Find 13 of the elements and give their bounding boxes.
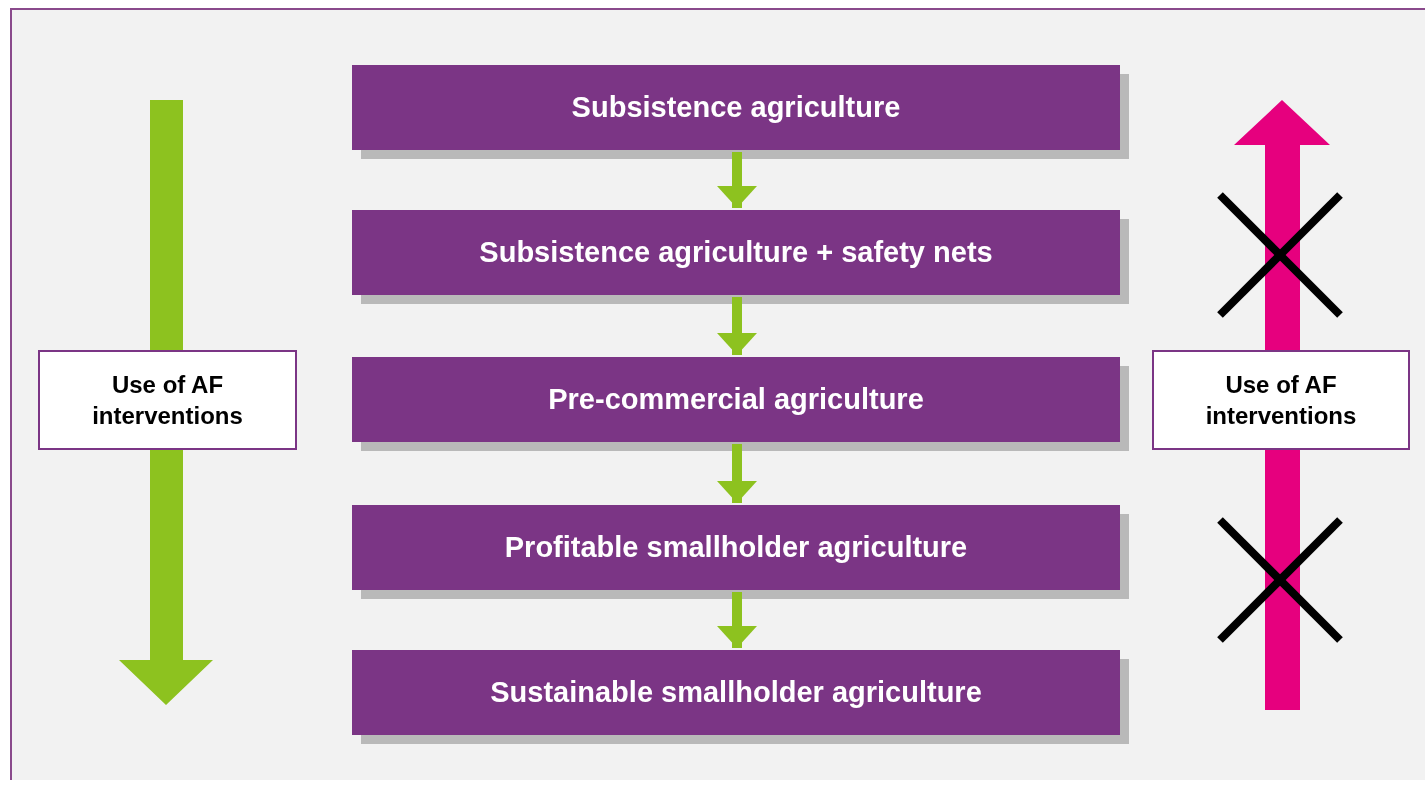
box-label: Use of AF interventions [1204, 369, 1358, 431]
box-label: Use of AF interventions [91, 369, 244, 431]
label-box [38, 350, 297, 450]
box-label: Profitable smallholder agriculture [504, 531, 968, 564]
arrow [717, 444, 757, 503]
box-label: Subsistence agriculture [571, 91, 901, 124]
label-box [1152, 350, 1410, 450]
box-label: Subsistence agriculture + safety nets [479, 236, 993, 269]
box-label: Pre-commercial agriculture [548, 383, 924, 416]
arrow [717, 592, 757, 648]
arrow [717, 297, 757, 355]
box-label: Sustainable smallholder agriculture [490, 676, 982, 709]
arrow [717, 152, 757, 208]
